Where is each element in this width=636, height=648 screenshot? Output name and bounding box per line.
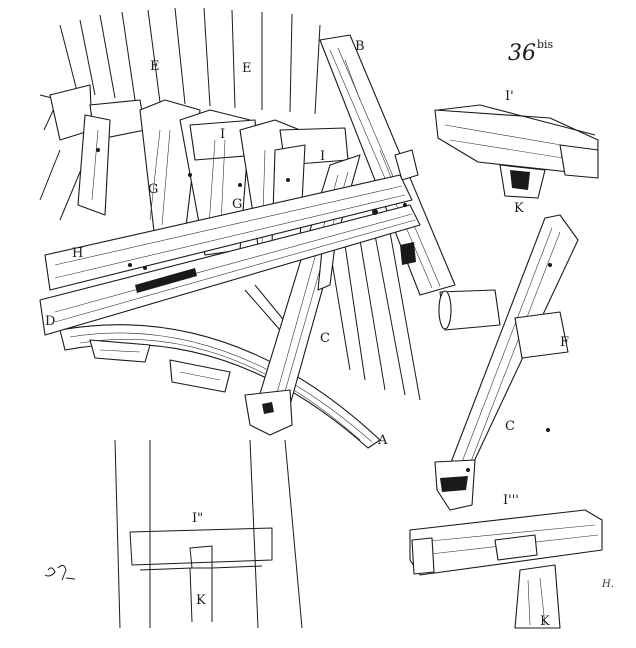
post-b <box>319 34 456 296</box>
plate-number: 36 <box>508 41 536 66</box>
label-g-1: G <box>148 182 158 197</box>
label-f: F <box>560 335 569 350</box>
label-c-detail: C <box>505 419 515 434</box>
label-e-1: E <box>150 59 160 74</box>
label-i-triple: I''' <box>503 493 519 508</box>
label-i-prime: I' <box>505 89 514 104</box>
label-k-mid: K <box>196 593 206 608</box>
label-k-bottom: K <box>540 614 550 629</box>
tie-beam-d-h <box>39 174 421 336</box>
label-h: H <box>72 246 83 261</box>
label-g-2: G <box>232 197 242 212</box>
detail-i-prime <box>434 104 599 199</box>
label-k-top: K <box>514 201 524 216</box>
label-i-2: I <box>320 149 325 164</box>
label-d: D <box>45 314 55 329</box>
label-i-double: I" <box>192 511 203 526</box>
plate-number-suffix: bis <box>537 38 554 51</box>
label-e-2: E <box>242 61 252 76</box>
label-a: A <box>377 433 388 448</box>
detail-i-double <box>114 439 303 629</box>
artist-signature <box>44 564 76 581</box>
detail-post-c-f <box>434 214 579 511</box>
detail-i-triple <box>409 509 603 629</box>
arch-brace-a <box>59 324 381 449</box>
mark-h: H. <box>601 579 614 590</box>
label-c-main: C <box>320 331 330 346</box>
label-i-1: I <box>220 127 225 142</box>
label-b: B <box>355 39 365 54</box>
